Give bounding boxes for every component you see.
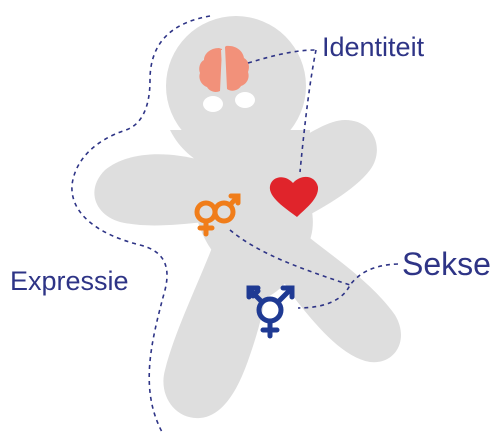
right-eye: [235, 92, 255, 108]
outline-dashed-line: [71, 15, 211, 433]
sekse-label: Sekse: [402, 246, 491, 282]
gingerbread-figure: [94, 16, 401, 419]
identiteit-label: Identiteit: [322, 32, 425, 62]
brain-icon: [199, 45, 249, 92]
heart-connector-line: [299, 49, 317, 173]
gender-symbols-icon: [194, 193, 241, 237]
transgender-symbol-icon: [246, 285, 295, 339]
heart-icon: [269, 176, 319, 217]
left-eye: [203, 96, 223, 112]
expressie-label: Expressie: [10, 266, 129, 296]
